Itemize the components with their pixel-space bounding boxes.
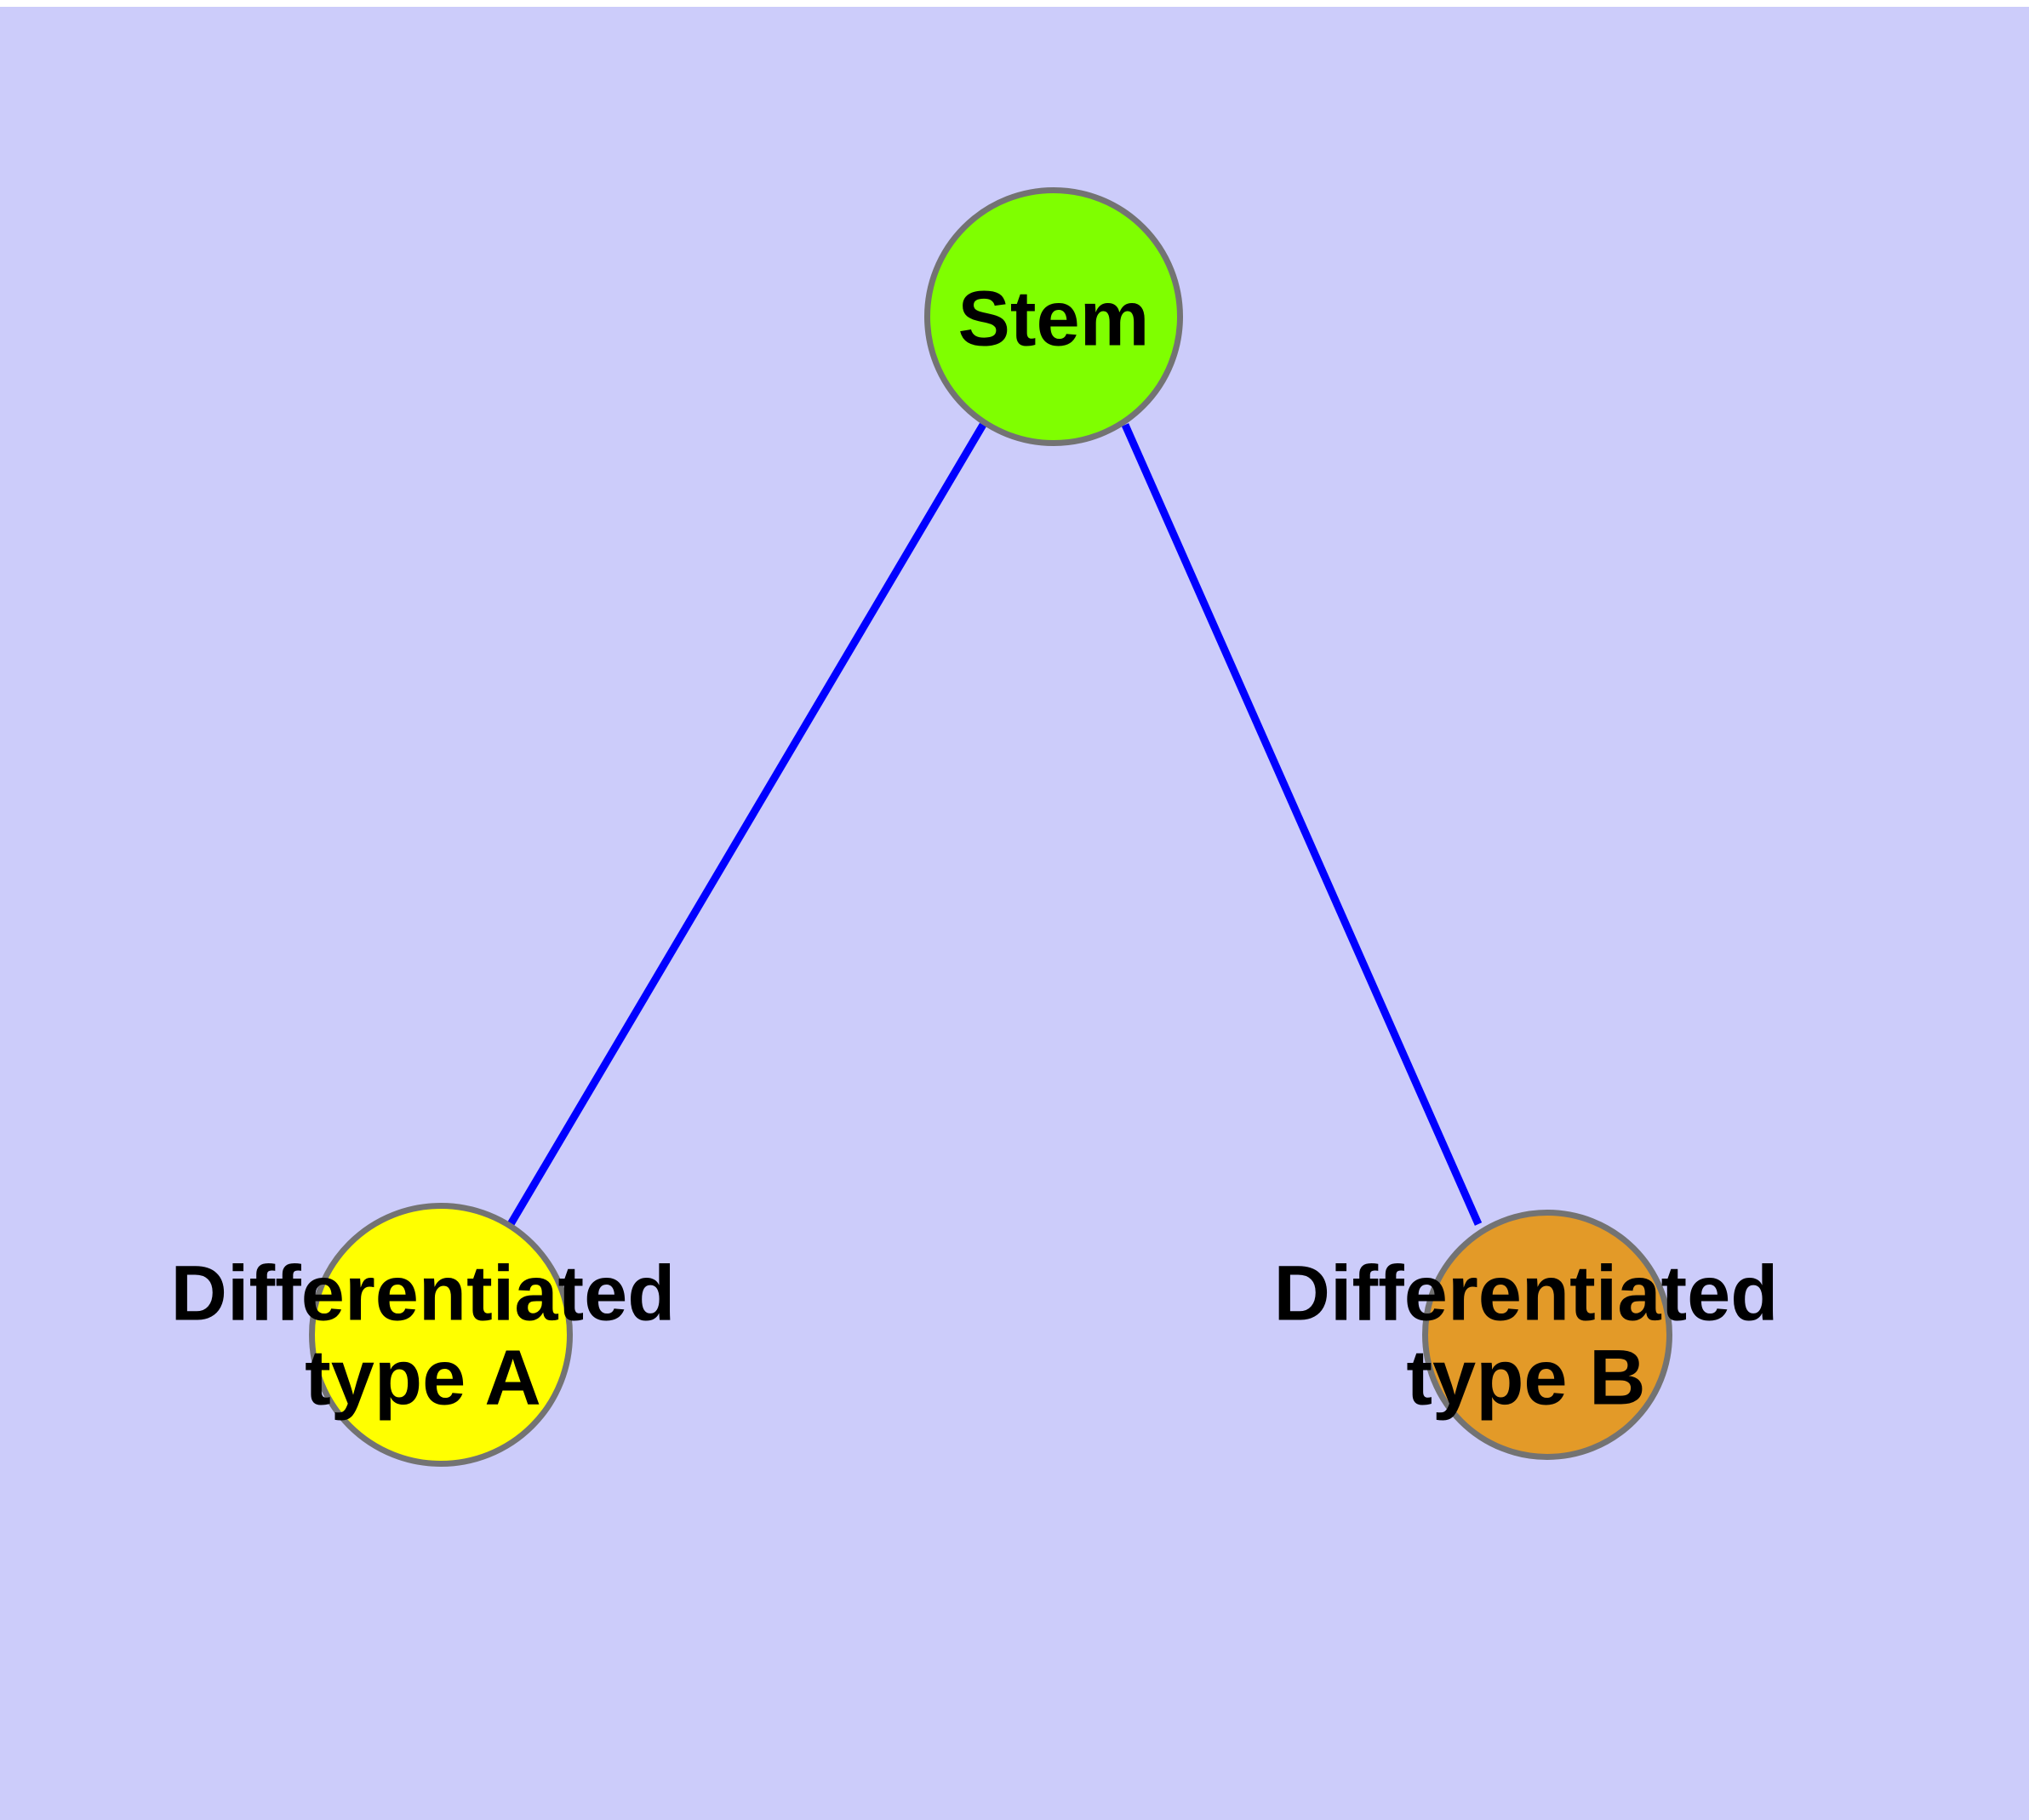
graph-edge-stem-diff_b (1121, 423, 1483, 1226)
graph-node-diff_a[interactable] (309, 1203, 573, 1467)
graph-node-diff_b[interactable] (1422, 1210, 1672, 1460)
node-layer (309, 187, 1672, 1467)
graph-node-stem[interactable] (924, 187, 1183, 446)
edge-layer (507, 422, 1483, 1227)
graph-edge-stem-diff_a (507, 422, 986, 1227)
